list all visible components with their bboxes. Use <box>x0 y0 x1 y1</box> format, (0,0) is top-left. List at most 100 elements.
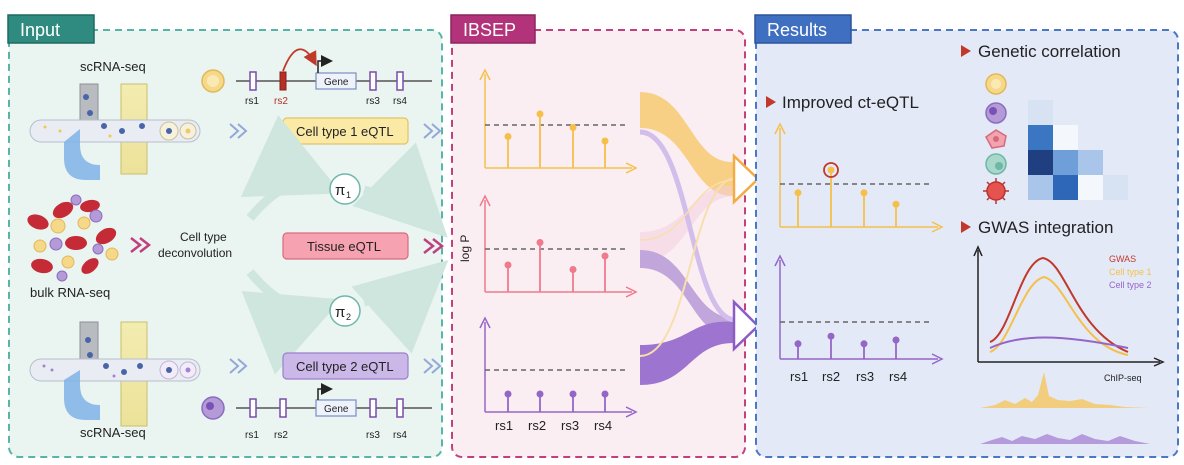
gwas-curve <box>989 256 1129 353</box>
lollipop-point <box>536 390 544 398</box>
lollipop-point <box>504 261 512 269</box>
lollipop-point <box>569 266 577 273</box>
ct1-eqtl-label: Cell type 1 eQTL <box>296 124 394 139</box>
microfluidic-top-icon <box>29 83 201 180</box>
ct1-curve <box>989 275 1129 356</box>
heatmap-cell <box>1028 150 1053 175</box>
cell-type-1-icon <box>985 73 1007 95</box>
lollipop-point <box>860 189 868 197</box>
lollipop-point <box>794 189 802 197</box>
pi1-arrow <box>352 142 448 238</box>
heatmap-cell <box>1078 175 1103 200</box>
ibsep-ct1-plot <box>479 68 638 174</box>
deconv-label-1: Cell type <box>180 230 227 244</box>
cell-icons-column <box>983 73 1009 204</box>
lollipop-point <box>827 166 835 174</box>
lollipop-point <box>536 110 544 118</box>
snp-label: rs3 <box>366 430 380 441</box>
ibsep-snp-label: rs3 <box>561 418 579 433</box>
input-header: Input <box>20 20 60 40</box>
chevron-icon <box>130 237 152 253</box>
microfluidic-bottom-icon <box>29 321 201 427</box>
gene-track-bottom: Gene rs1 rs2 rs3 rs4 <box>236 383 432 441</box>
snp-label: rs1 <box>245 96 259 107</box>
ibsep-ct2-plot <box>479 316 638 418</box>
ibsep-header-bg <box>450 14 536 44</box>
snp-label: rs4 <box>393 96 407 107</box>
heatmap-cell <box>1053 150 1078 175</box>
heatmap-cell <box>1103 175 1128 200</box>
cell-type-4-icon <box>985 153 1007 175</box>
lollipop-point <box>601 252 609 260</box>
ct2-eqtl-box <box>282 352 409 380</box>
results-snp-label: rs1 <box>790 369 808 384</box>
snp-label: rs2 <box>274 96 288 107</box>
cell-type-2-icon <box>985 102 1007 124</box>
lollipop-point <box>601 390 609 398</box>
chipseq-track-ct2 <box>980 434 1150 444</box>
gwas-integration-title: GWAS integration <box>978 218 1113 237</box>
pi2-arrow <box>351 259 449 354</box>
ibsep-ylabel: log P <box>458 235 472 262</box>
bulk-cells-icon <box>27 194 119 282</box>
legend-ct1: Cell type 1 <box>1109 267 1152 277</box>
ibsep-snp-label: rs2 <box>528 418 546 433</box>
cell-type-2-icon <box>201 396 225 420</box>
heatmap-cell <box>1078 150 1103 175</box>
lollipop-point <box>860 340 868 348</box>
snp-label: rs2 <box>274 430 288 441</box>
pi1-subscript: 1 <box>346 190 351 200</box>
highlight-ring <box>823 162 839 178</box>
deconv-arrow-up <box>240 115 342 221</box>
triangle-bullet-icon <box>766 96 776 108</box>
results-panel: Results Improved ct-eQTL rs1 rs2 rs3 rs4 <box>754 14 1179 458</box>
gwas-plot: GWAS Cell type 1 Cell type 2 ChIP-seq <box>973 245 1165 383</box>
results-snp-label: rs3 <box>856 369 874 384</box>
results-header-bg <box>754 14 852 44</box>
scrna-top-label: scRNA-seq <box>80 59 146 74</box>
pi1-symbol: π <box>335 182 345 199</box>
genetic-corr-title: Genetic correlation <box>978 42 1121 61</box>
lollipop-point <box>892 336 900 344</box>
gene-track-top: Gene rs1 rs2 rs3 rs4 <box>236 48 432 107</box>
ibsep-snp-label: rs1 <box>495 418 513 433</box>
legend-ct2: Cell type 2 <box>1109 280 1152 290</box>
results-header: Results <box>767 20 827 40</box>
gene-top-label: Gene <box>324 77 349 88</box>
lollipop-point <box>504 133 512 140</box>
lollipop-point <box>536 239 544 246</box>
ct2-curve <box>989 336 1129 349</box>
pi2-badge: π 2 <box>329 295 361 327</box>
input-panel: Input scRNA-seq Gene <box>7 14 449 458</box>
cell-type-3-icon <box>985 129 1007 149</box>
deconv-arrow-down <box>241 269 342 375</box>
improved-ct1-plot <box>774 122 944 233</box>
lollipop-point <box>569 124 577 131</box>
snp-label: rs3 <box>366 96 380 107</box>
input-header-bg <box>7 14 95 44</box>
gene-bottom-label: Gene <box>324 404 349 415</box>
bulk-label: bulk RNA-seq <box>30 285 110 300</box>
chevron-icon <box>423 358 442 374</box>
heatmap-cell <box>1028 175 1053 200</box>
flow-ribbons <box>639 92 736 385</box>
legend-gwas: GWAS <box>1109 254 1136 264</box>
pi2-subscript: 2 <box>346 312 351 322</box>
lollipop-point <box>601 137 609 145</box>
lollipop-point <box>794 340 802 348</box>
heatmap-cell <box>1028 100 1053 125</box>
pi2-symbol: π <box>335 304 345 321</box>
improved-ct2-plot <box>774 254 944 365</box>
lollipop-point <box>827 332 835 340</box>
ibsep-snp-label: rs4 <box>594 418 612 433</box>
regulation-arrow <box>282 48 317 72</box>
scrna-bottom-label: scRNA-seq <box>80 425 146 440</box>
chevron-icon <box>423 238 445 254</box>
ibsep-header: IBSEP <box>463 20 516 40</box>
merge-arrow-top <box>732 153 760 205</box>
lollipop-point <box>569 390 577 398</box>
deconv-label-2: deconvolution <box>158 246 232 260</box>
triangle-bullet-icon <box>961 221 971 233</box>
cell-type-1-icon <box>201 69 225 93</box>
